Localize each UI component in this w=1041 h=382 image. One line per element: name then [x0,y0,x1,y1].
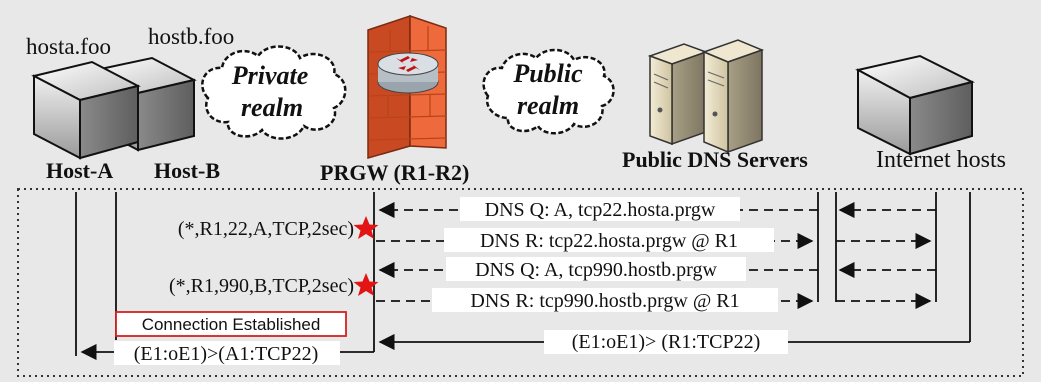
dns-servers-label: Public DNS Servers [622,147,808,172]
dns-response-1: DNS R: tcp22.hosta.prgw @ R1 [480,230,738,252]
private-realm-line2: realm [241,93,303,122]
host-a-icon [31,60,141,160]
hostb-domain-label: hostb.foo [148,24,234,49]
inbound-connection-msg: (E1:oE1)> (R1:TCP22) [572,331,761,353]
public-realm-cloud [482,48,615,135]
forwarded-connection-msg: (E1:oE1)>(A1:TCP22) [134,343,319,365]
dns-query-1: DNS Q: A, tcp22.hosta.prgw [485,199,716,221]
firewall-router-icon [367,14,447,159]
connection-status-box [115,311,347,337]
host-b-label: Host-B [154,158,220,183]
dns-response-2: DNS R: tcp990.hostb.prgw @ R1 [470,290,739,312]
sequence-frame [17,188,1024,377]
private-realm-cloud [201,45,347,140]
private-realm-line1: Private [231,61,309,90]
public-realm-line1: Public [512,59,583,88]
connection-status-text: Connection Established [142,315,321,334]
binding-entry-1: (*,R1,22,A,TCP,2sec) [178,218,354,240]
dns-query-2: DNS Q: A, tcp990.hostb.prgw [475,259,717,281]
internet-hosts-label: Internet hosts [876,147,1006,173]
host-a-label: Host-A [46,158,113,183]
binding-entry-2: (*,R1,990,B,TCP,2sec) [169,275,354,297]
internet-hosts-icon [855,54,975,156]
prgw-label: PRGW (R1-R2) [320,160,469,185]
hosta-domain-label: hosta.foo [26,34,111,59]
dns-servers-icon [647,39,765,154]
star-icon [353,273,379,296]
star-icon [353,216,379,239]
public-realm-line2: realm [517,91,579,120]
